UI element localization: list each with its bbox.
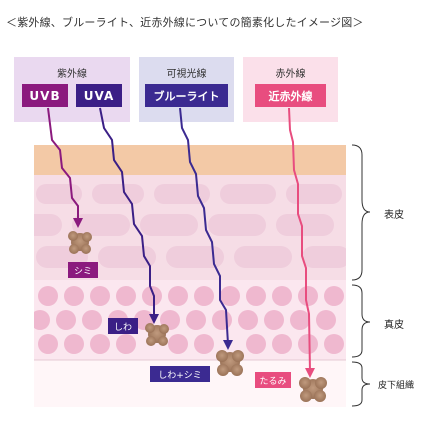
uv-panel: 紫外線 UVB UVA [14, 57, 130, 122]
bracket-icon [351, 284, 371, 358]
cell-icon [34, 214, 62, 236]
diagram-title: ＜紫外線、ブルーライト、近赤外線についての簡素化したイメージ図＞ [6, 16, 364, 29]
cell-icon [64, 286, 84, 306]
sagging-tag: たるみ [255, 372, 291, 388]
dermis-label: 真皮 [384, 320, 404, 331]
cell-icon [298, 286, 318, 306]
cell-icon [34, 310, 50, 330]
cell-icon [286, 184, 342, 204]
pigment-spot-icon [68, 231, 92, 254]
cell-icon [140, 214, 198, 236]
uvb-arrowhead [73, 218, 83, 228]
blue-light-ray [179, 107, 229, 345]
cell-icon [166, 246, 224, 268]
cell-icon [154, 184, 210, 204]
cell-icon [272, 334, 292, 354]
cell-icon [290, 310, 310, 330]
wrinkles-tag: しわ [108, 318, 138, 334]
cell-icon [116, 334, 136, 354]
uv-panel-label: 紫外線 [57, 69, 87, 80]
pigment-spot-icon [145, 323, 169, 346]
pigment-spot-icon [216, 350, 244, 376]
cell-icon [220, 286, 240, 306]
cell-icon [234, 246, 292, 268]
cell-icon [298, 334, 318, 354]
cell-icon [276, 214, 334, 236]
uvb-ray [47, 107, 79, 222]
cell-icon [142, 286, 162, 306]
cell-icon [116, 286, 136, 306]
cell-icon [90, 334, 110, 354]
wrinkles-spots-tag: しわ+シミ [150, 366, 210, 382]
nir-panel-label: 赤外線 [275, 69, 306, 80]
nir-badge: 近赤外線 [255, 84, 326, 107]
cell-icon [56, 310, 76, 330]
cell-icon [194, 334, 214, 354]
cell-icon [220, 184, 276, 204]
cell-icon [72, 214, 130, 236]
cell-icon [38, 286, 58, 306]
cell-icon [194, 286, 214, 306]
subcutaneous-label: 皮下組織 [378, 381, 415, 391]
cell-icon [64, 334, 84, 354]
cell-icon [238, 310, 258, 330]
cell-icon [212, 310, 232, 330]
cell-icon [186, 310, 206, 330]
uva-arrowhead [149, 314, 159, 324]
cell-icon [302, 246, 346, 268]
blue-light-arrowhead [223, 340, 233, 350]
dermis-cells [34, 286, 344, 354]
cell-icon [168, 286, 188, 306]
cell-icon [90, 286, 110, 306]
cell-icon [272, 286, 292, 306]
pigment-spot-icon [299, 377, 327, 402]
cell-icon [208, 214, 266, 236]
cell-icon [316, 310, 336, 330]
bracket-icon [351, 361, 371, 407]
uva-ray [99, 107, 155, 318]
cell-icon [264, 310, 284, 330]
nir-arrowhead [305, 368, 315, 378]
epidermis-label: 表皮 [384, 210, 404, 221]
cell-icon [324, 334, 344, 354]
visible-panel: 可視光線 ブルーライト [139, 57, 234, 122]
cell-icon [168, 334, 188, 354]
uvb-badge: UVB [22, 84, 68, 107]
visible-panel-label: 可視光線 [166, 69, 207, 80]
cell-icon [38, 334, 58, 354]
blue-light-badge: ブルーライト [145, 84, 228, 107]
nir-panel: 赤外線 近赤外線 [243, 57, 338, 122]
cell-icon [82, 310, 102, 330]
uva-badge: UVA [76, 84, 122, 107]
cell-icon [92, 184, 144, 204]
bracket-icon [351, 144, 371, 281]
spots-tag: シミ [68, 262, 98, 278]
cell-icon [324, 286, 344, 306]
cell-icon [246, 286, 266, 306]
nir-ray [288, 107, 311, 373]
cell-icon [246, 334, 266, 354]
cell-icon [98, 246, 156, 268]
